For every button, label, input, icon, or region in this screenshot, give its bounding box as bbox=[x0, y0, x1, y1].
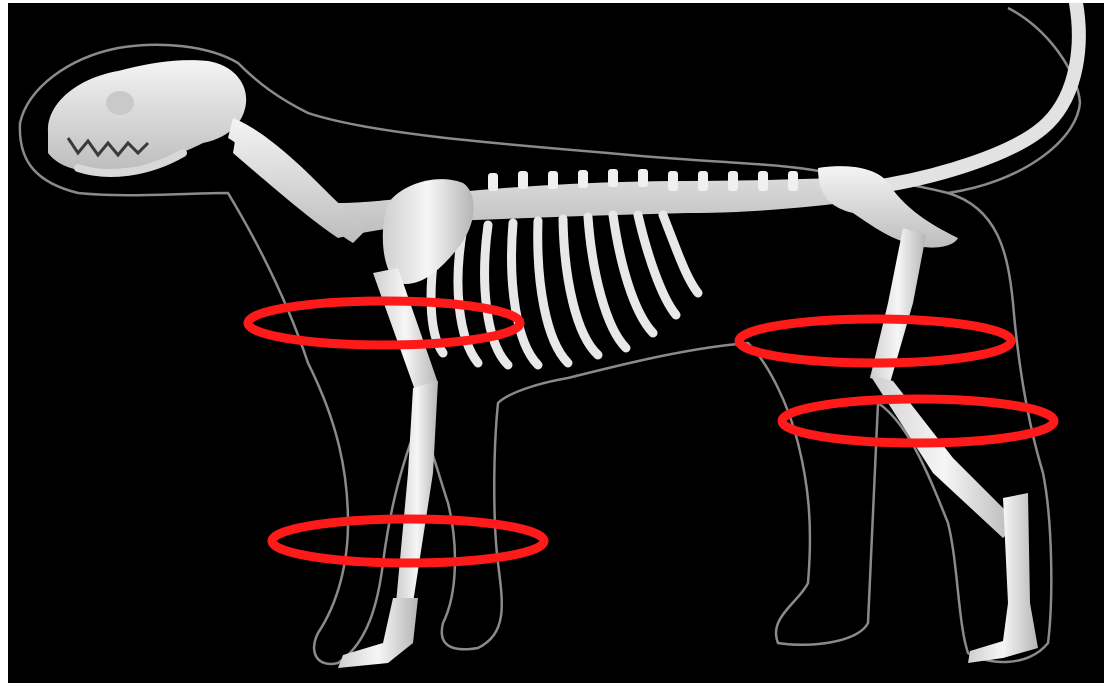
front-upper-leg-marker bbox=[248, 301, 520, 345]
skull bbox=[48, 60, 246, 173]
image-canvas bbox=[8, 3, 1104, 683]
front-leg bbox=[338, 268, 438, 668]
hind-upper-leg-marker bbox=[739, 319, 1011, 363]
tail-bone bbox=[868, 3, 1079, 188]
neck-vertebrae bbox=[228, 118, 368, 243]
markers bbox=[248, 301, 1054, 563]
dog-skeleton-illustration bbox=[8, 3, 1104, 683]
